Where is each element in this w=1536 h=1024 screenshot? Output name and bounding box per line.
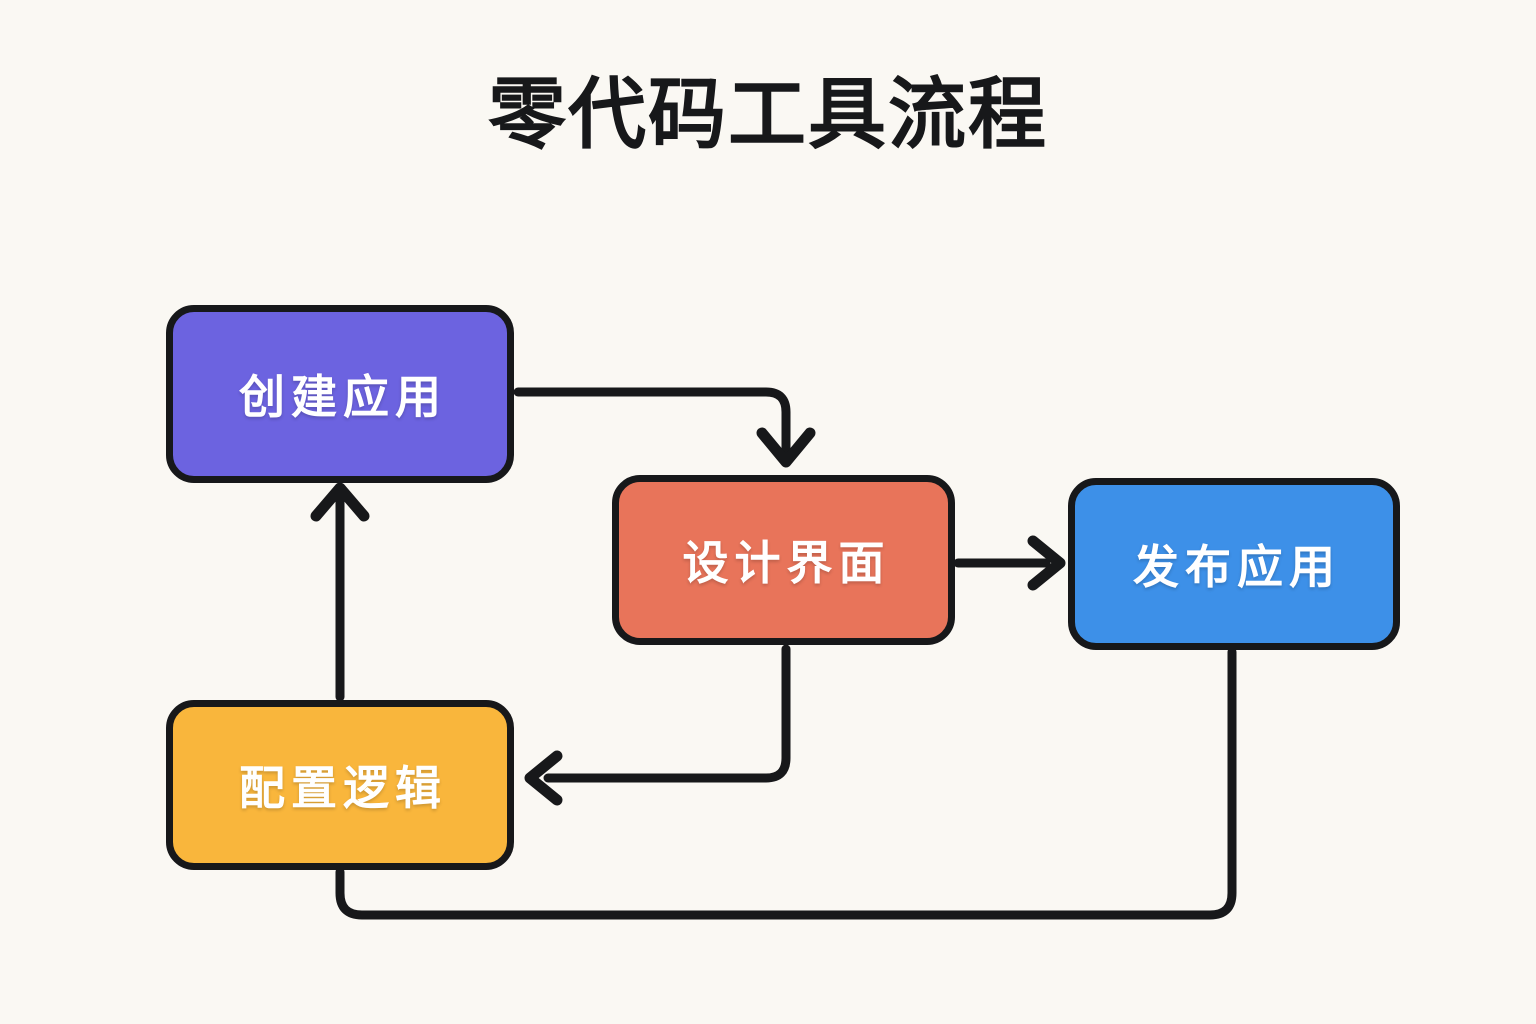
node-design-ui[interactable]: 设计界面 (612, 475, 955, 645)
arrowhead-up-icon (310, 482, 370, 522)
node-config-logic-label: 配置逻辑 (239, 762, 447, 814)
node-create-app-label: 创建应用 (239, 371, 447, 423)
arrowhead-right-icon (1027, 535, 1066, 591)
arrowhead-down-icon (756, 427, 816, 468)
edge-design-to-config (524, 644, 791, 806)
arrowhead-left-icon (524, 750, 563, 806)
node-design-ui-label: 设计界面 (682, 537, 891, 589)
page-title: 零代码工具流程 (487, 70, 1048, 158)
node-create-app[interactable]: 创建应用 (166, 305, 514, 483)
edge-design-to-publish (953, 535, 1066, 591)
edge-config-to-create (310, 482, 370, 702)
node-publish-app[interactable]: 发布应用 (1068, 478, 1400, 650)
edge-create-to-design (513, 387, 816, 468)
node-publish-app-label: 发布应用 (1133, 541, 1341, 593)
node-config-logic[interactable]: 配置逻辑 (166, 700, 514, 870)
